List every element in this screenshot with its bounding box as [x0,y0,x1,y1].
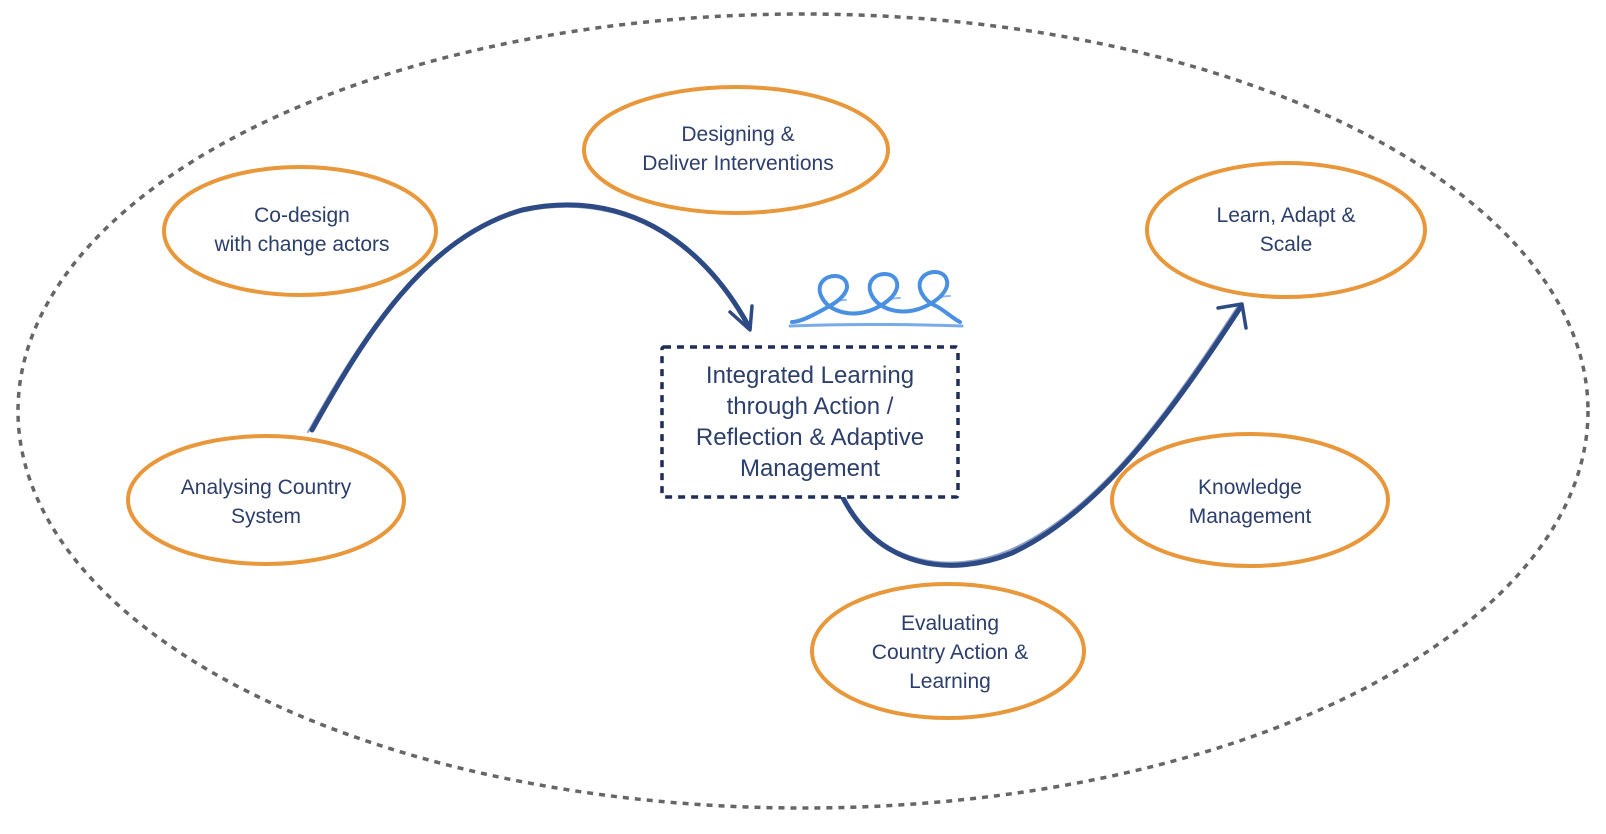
node-knowledge: Knowledge Management [1110,432,1390,568]
center-line-3: Reflection & Adaptive [696,424,924,451]
node-designing-line-2: Deliver Interventions [642,152,833,175]
node-learn: Learn, Adapt & Scale [1145,161,1427,299]
center-line-2: through Action / [727,393,894,420]
loop-icon [788,270,964,328]
node-learn-line-1: Learn, Adapt & [1217,204,1356,227]
node-evaluating: Evaluating Country Action & Learning [810,582,1086,720]
flow-arrow-right [839,302,1248,568]
node-designing: Designing & Deliver Interventions [582,85,890,215]
node-analysing-line-2: System [231,505,301,528]
node-knowledge-line-2: Management [1189,505,1312,528]
node-designing-line-1: Designing & [681,123,794,146]
node-evaluating-line-2: Country Action & [872,641,1028,664]
center-box: Integrated Learning through Action / Ref… [660,345,960,499]
node-codesign-line-2: with change actors [213,233,389,256]
node-analysing: Analysing Country System [126,434,406,566]
outer-boundary [16,12,1590,810]
node-codesign-line-1: Co-design [254,204,350,227]
center-line-1: Integrated Learning [706,362,914,389]
node-knowledge-line-1: Knowledge [1198,476,1302,499]
flow-arrow-left [307,202,754,433]
node-evaluating-line-1: Evaluating [901,612,999,635]
node-codesign: Co-design with change actors [162,165,438,297]
node-analysing-line-1: Analysing Country [181,476,352,499]
center-line-4: Management [740,455,880,482]
node-evaluating-line-3: Learning [909,670,991,693]
node-learn-line-2: Scale [1260,233,1313,256]
